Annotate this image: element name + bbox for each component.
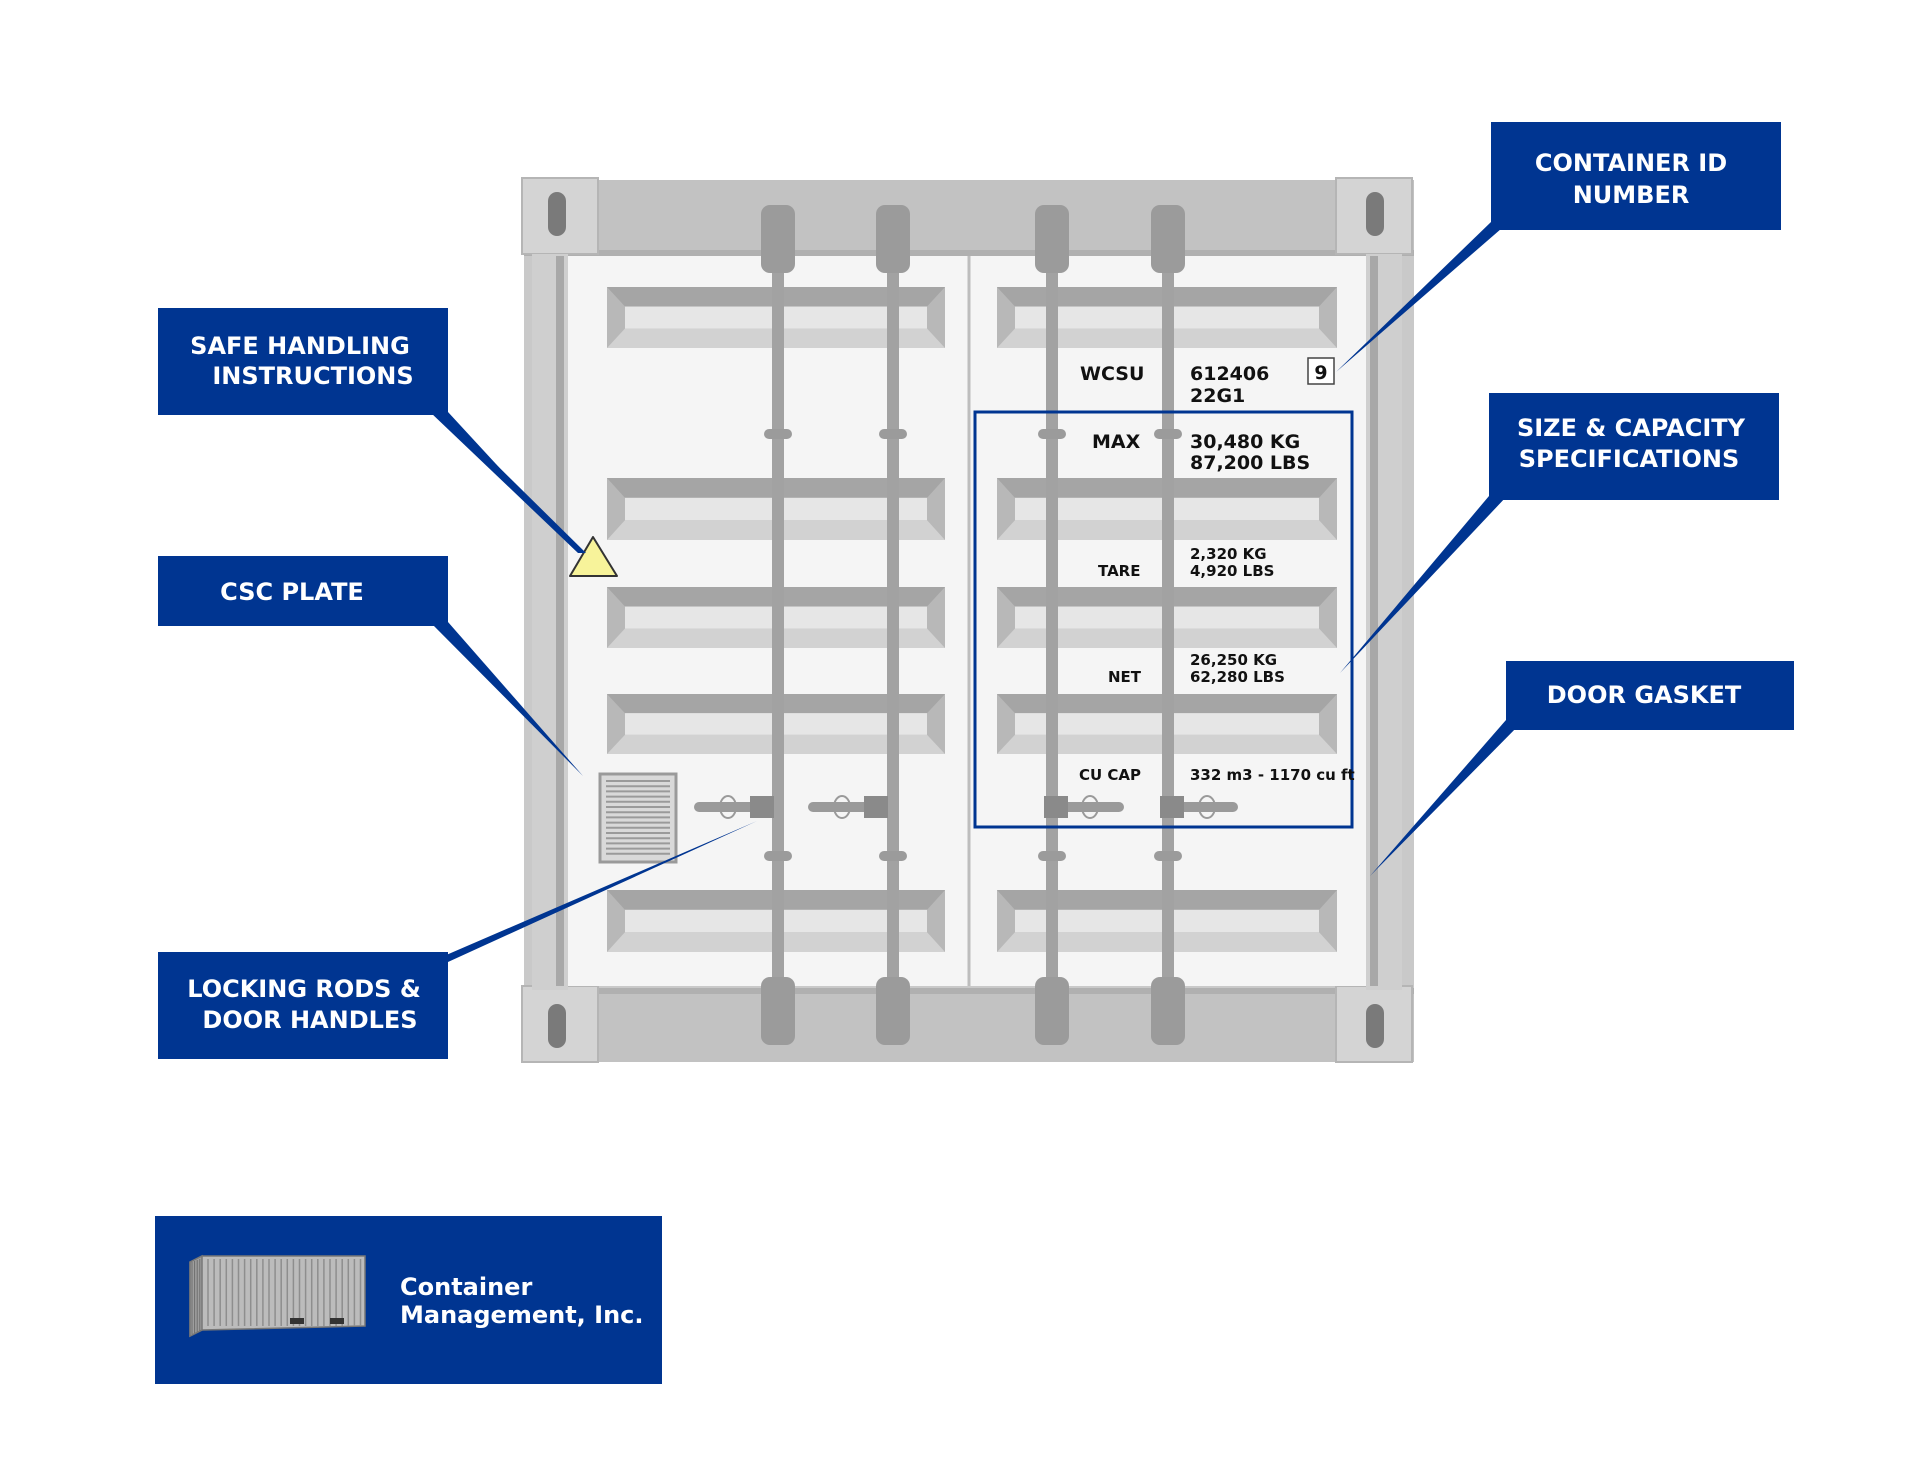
door-handle [694, 795, 774, 819]
locking-rod [876, 205, 910, 1045]
callout-label: SPECIFICATIONS [1519, 445, 1740, 473]
corner-casting-bottom-left [521, 985, 599, 1063]
callout-box [1491, 122, 1781, 230]
logo-line-1: Container [400, 1273, 532, 1301]
callout-safe-handling: SAFE HANDLING INSTRUCTIONS [158, 308, 586, 553]
tare-kg: 2,320 KG [1190, 545, 1267, 563]
top-rail [524, 180, 1414, 255]
bottom-rail [524, 988, 1414, 1062]
tare-lbs: 4,920 LBS [1190, 562, 1274, 580]
max-kg: 30,480 KG [1190, 431, 1300, 453]
callout-box [158, 952, 448, 1059]
callout-box [1506, 661, 1794, 730]
callout-pointer [1340, 496, 1507, 673]
check-digit: 9 [1314, 362, 1327, 384]
callout-pointer [1370, 720, 1524, 876]
callout-label: SAFE HANDLING [190, 332, 410, 360]
callout-label: INSTRUCTIONS [212, 362, 413, 390]
corner-casting-top-left [521, 177, 599, 255]
callout-label: SIZE & CAPACITY [1517, 414, 1746, 442]
callout-label: LOCKING RODS & [187, 975, 421, 1003]
container-markings: WCSU 612406 22G1 9 MAX 30,480 KG 87,200 … [1079, 362, 1355, 784]
corner-casting-bottom-right [1335, 985, 1413, 1063]
net-kg: 26,250 KG [1190, 651, 1277, 669]
check-digit-box [1307, 357, 1335, 385]
callout-container-id: CONTAINER ID NUMBER [1336, 122, 1781, 372]
callouts: SAFE HANDLING INSTRUCTIONS CSC PLATE LOC… [158, 122, 1794, 1059]
callout-pointer [430, 821, 757, 962]
callout-size-capacity: SIZE & CAPACITY SPECIFICATIONS [1340, 393, 1779, 673]
door-handle [1160, 795, 1238, 819]
shipping-container-icon [189, 1254, 366, 1338]
door-handles [694, 795, 1238, 819]
corner-casting-top-right [1335, 177, 1413, 255]
callout-box [158, 556, 448, 626]
owner-code: WCSU [1080, 363, 1144, 385]
door-handle [1044, 795, 1124, 819]
container-rear-view: WCSU 612406 22G1 9 MAX 30,480 KG 87,200 … [521, 177, 1414, 1063]
callout-label: CSC PLATE [220, 578, 364, 606]
logo-line-2: Management, Inc. [400, 1301, 644, 1329]
callout-box [158, 308, 448, 415]
net-label: NET [1108, 668, 1142, 686]
size-type-code: 22G1 [1190, 385, 1245, 407]
tare-label: TARE [1098, 562, 1140, 580]
callout-door-gasket: DOOR GASKET [1370, 661, 1794, 876]
callout-pointer [1336, 222, 1509, 372]
callout-box [1489, 393, 1779, 500]
max-lbs: 87,200 LBS [1190, 452, 1310, 474]
cucap-label: CU CAP [1079, 766, 1141, 784]
cucap-value: 332 m3 - 1170 cu ft [1190, 766, 1355, 784]
spec-highlight-box [973, 410, 1354, 829]
callout-locking-rods: LOCKING RODS & DOOR HANDLES [158, 821, 757, 1059]
callout-label: NUMBER [1573, 181, 1690, 209]
max-label: MAX [1092, 431, 1141, 453]
callout-csc-plate: CSC PLATE [158, 556, 583, 776]
warning-triangle-icon [569, 536, 618, 577]
company-logo: Container Management, Inc. [155, 1216, 662, 1384]
door-handle [808, 795, 888, 819]
callout-label: DOOR HANDLES [202, 1006, 417, 1034]
callout-pointer [430, 622, 583, 776]
net-lbs: 62,280 LBS [1190, 668, 1285, 686]
locking-rod [761, 205, 795, 1045]
callout-label: CONTAINER ID [1535, 149, 1727, 177]
csc-plate [598, 772, 678, 864]
serial-number: 612406 [1190, 363, 1269, 385]
callout-label: DOOR GASKET [1547, 681, 1742, 709]
door-gasket-left [556, 256, 564, 986]
door-gasket-right [1370, 256, 1378, 986]
